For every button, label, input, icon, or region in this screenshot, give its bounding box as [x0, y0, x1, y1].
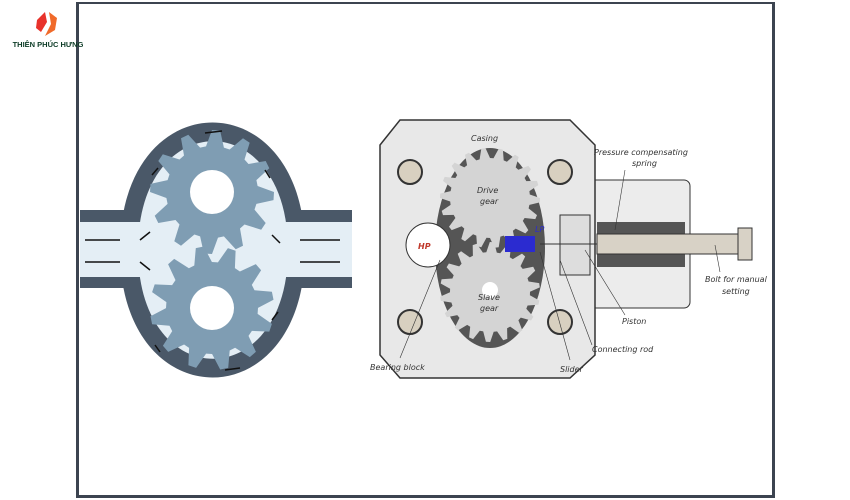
- label-slave-gear: Slave: [478, 293, 500, 302]
- label-lp: LP: [535, 225, 544, 234]
- diagram-frame: [76, 2, 775, 498]
- label-piston: Piston: [622, 317, 646, 326]
- label-pressure-spring-2: spring: [632, 159, 657, 168]
- label-connecting-rod: Connecting rod: [592, 345, 654, 354]
- label-casing: Casing: [471, 134, 498, 143]
- hp-chamber: [405, 222, 451, 268]
- label-pressure-spring: Pressure compensating: [594, 148, 688, 157]
- logo-icon: [36, 12, 57, 36]
- label-drive-gear-2: gear: [480, 197, 499, 206]
- external-gear-pump: [80, 122, 352, 378]
- label-bearing-block: Bearing block: [370, 363, 425, 372]
- flow-arrows: [85, 130, 340, 371]
- label-bolt-2: setting: [722, 287, 750, 296]
- lp-slider: [505, 236, 535, 252]
- lower-gear: [150, 246, 274, 370]
- label-slider: Slider: [560, 365, 584, 374]
- label-drive-gear: Drive: [477, 186, 498, 195]
- logo-text: THIÊN PHÚC HƯNG: [12, 40, 84, 49]
- label-hp: HP: [418, 242, 431, 251]
- label-bolt: Bolt for manual: [705, 275, 768, 284]
- drive-gear: [440, 148, 540, 248]
- label-slave-gear-2: gear: [480, 304, 499, 313]
- logo: THIÊN PHÚC HƯNG: [8, 10, 88, 49]
- upper-gear: [150, 130, 274, 254]
- labels: [399, 169, 721, 361]
- variable-displacement-pump: [379, 119, 753, 379]
